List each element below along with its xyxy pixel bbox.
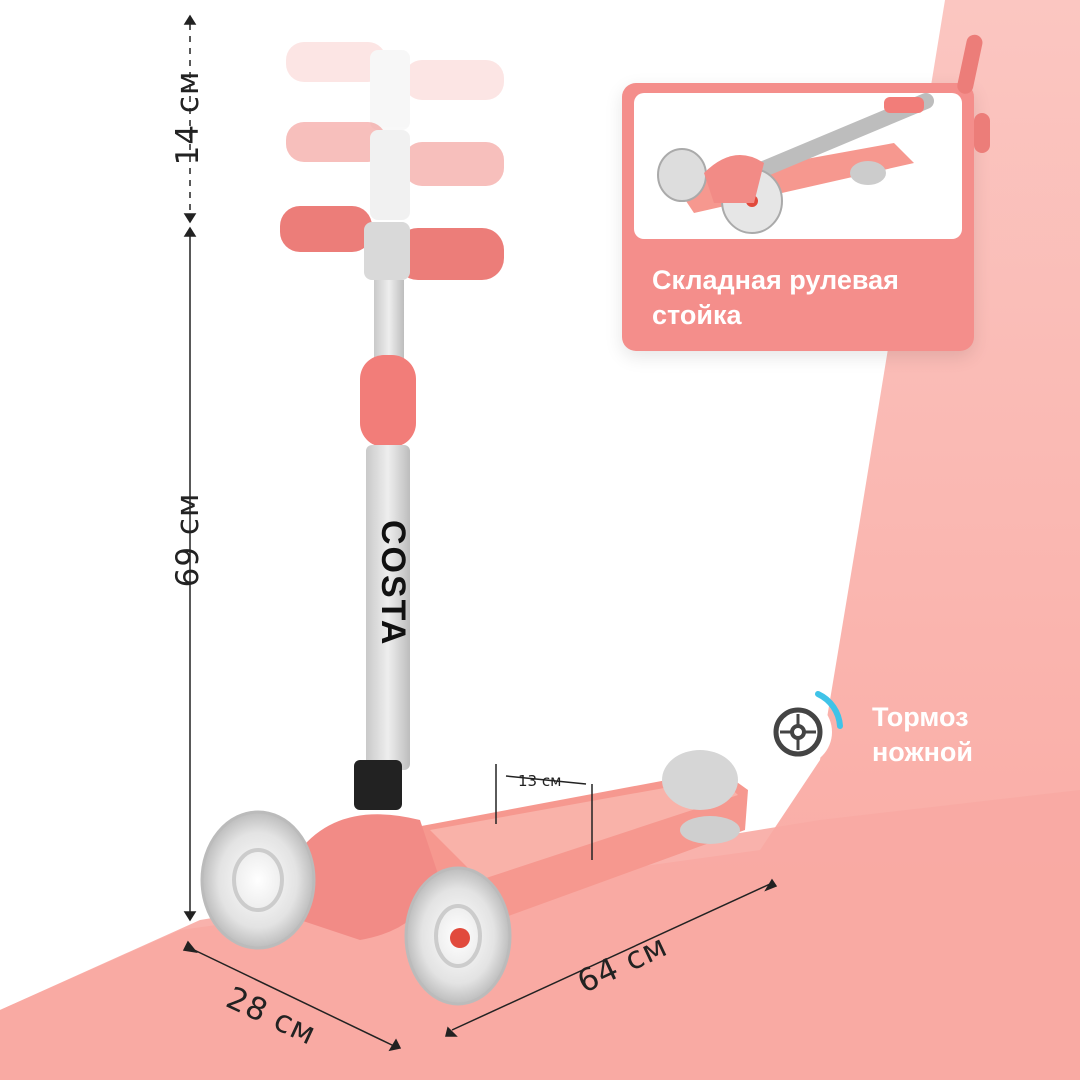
handlebar-main	[280, 206, 504, 360]
wheel-brake-icon	[764, 691, 843, 766]
wheel-right	[404, 866, 512, 1006]
handlebar-ghost-top	[286, 42, 504, 130]
wheel-rear	[662, 750, 740, 844]
background-floor-shape	[0, 790, 1080, 1080]
stem-collar	[354, 760, 402, 810]
front-body	[300, 814, 440, 940]
folding-stem-card: Складная рулевая стойка	[622, 34, 990, 351]
stem-logo: COSTA	[374, 520, 412, 646]
wheel-left	[200, 810, 316, 950]
dim-line-width	[189, 947, 395, 1047]
deck-width-label: 13 см	[518, 772, 562, 790]
dim-line-length	[451, 883, 771, 1031]
card-photo	[634, 34, 990, 239]
handlebar-ghost-mid	[286, 122, 504, 220]
stem	[366, 445, 410, 770]
top-height-label: 14 см	[170, 70, 206, 166]
card-title: Складная рулевая стойка	[652, 265, 899, 330]
dim-line-deck	[505, 775, 587, 785]
brake-label: Тормоз ножной	[872, 702, 973, 767]
stem-clamp	[360, 355, 416, 447]
folded-scooter-illustration	[657, 34, 990, 234]
deck-top	[430, 778, 738, 880]
stem-height-label: 69 см	[170, 492, 206, 588]
